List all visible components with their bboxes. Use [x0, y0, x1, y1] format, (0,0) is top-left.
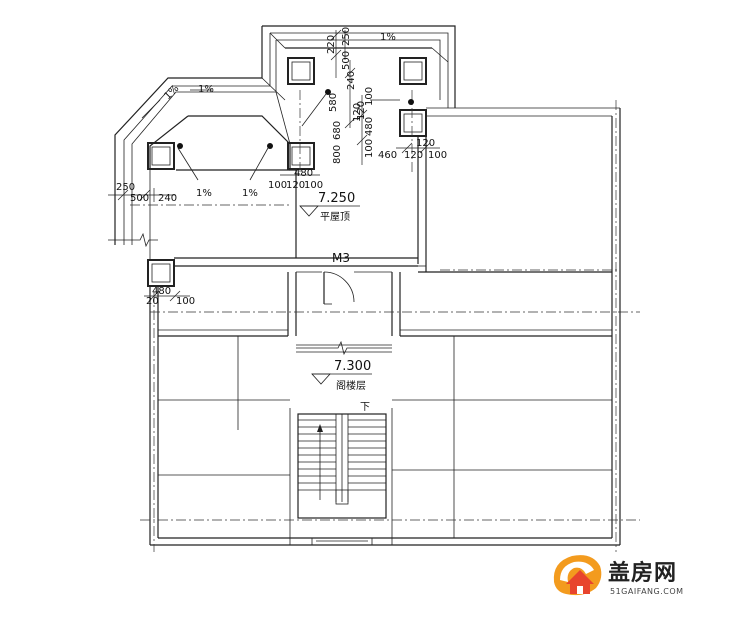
dim-800: 800 [332, 145, 343, 164]
dim-100-d: 100 [268, 180, 287, 191]
dim-100-b: 100 [364, 139, 375, 158]
brand-domain: 51GAIFANG.COM [610, 587, 684, 596]
dim-100-e: 100 [304, 180, 323, 191]
main-outline [149, 108, 621, 546]
door-label: M3 [332, 251, 350, 265]
dimension-lines [108, 29, 440, 302]
slope-label: 1% [198, 84, 214, 95]
columns [147, 57, 427, 287]
dim-460: 460 [378, 150, 397, 161]
dim-680: 680 [332, 121, 343, 140]
brand-logo: 盖房网 51GAIFANG.COM [553, 555, 684, 596]
roof-elevation: 7.250 [318, 191, 355, 206]
level-marker-attic: 7.300 阁楼层 [311, 359, 372, 392]
roof-level-name: 平屋顶 [320, 211, 350, 223]
dim-250-left: 250 [116, 182, 135, 193]
dim-100-f: 100 [176, 296, 195, 307]
attic-level-name: 阁楼层 [336, 379, 366, 392]
attic-elevation: 7.300 [334, 359, 371, 374]
dim-500-left: 500 [130, 193, 149, 204]
dim-120-a: 120 [352, 103, 363, 122]
slope-label: 1% [196, 188, 212, 199]
flat-roof-walls [174, 107, 620, 272]
dim-20: 20 [146, 296, 159, 307]
dim-120-c: 120 [404, 150, 423, 161]
roof-parapet [114, 25, 456, 260]
door-m3 [323, 271, 355, 305]
dim-240: 240 [346, 71, 357, 90]
stair-direction-label: 下 [360, 402, 370, 413]
break-symbol [108, 232, 158, 248]
dim-480-a: 480 [364, 117, 375, 136]
dimension-texts: 220 250 500 240 580 120 100 680 800 120 … [116, 27, 447, 307]
house-logo-icon [553, 555, 602, 596]
brand-name: 盖房网 [608, 560, 677, 586]
drain-points [177, 89, 414, 149]
dim-480-b: 480 [294, 168, 313, 179]
dim-100-a: 100 [364, 87, 375, 106]
dim-120-b: 120 [356, 101, 367, 120]
axis-lines [130, 90, 640, 552]
slope-arrows [141, 89, 327, 181]
dim-120-d: 120 [416, 138, 435, 149]
dim-240-left: 240 [158, 193, 177, 204]
slope-label: 1% [242, 188, 258, 199]
dim-480-c: 480 [152, 286, 171, 297]
level-marker-roof: 7.250 平屋顶 [299, 191, 360, 223]
dim-580: 580 [328, 93, 339, 112]
dim-100-c: 100 [428, 150, 447, 161]
staircase [296, 340, 392, 546]
dim-120-e: 120 [286, 180, 305, 191]
slope-label: 1% [380, 32, 396, 43]
dim-250: 250 [341, 27, 352, 46]
dim-500: 500 [341, 51, 352, 70]
dim-220: 220 [326, 35, 337, 54]
